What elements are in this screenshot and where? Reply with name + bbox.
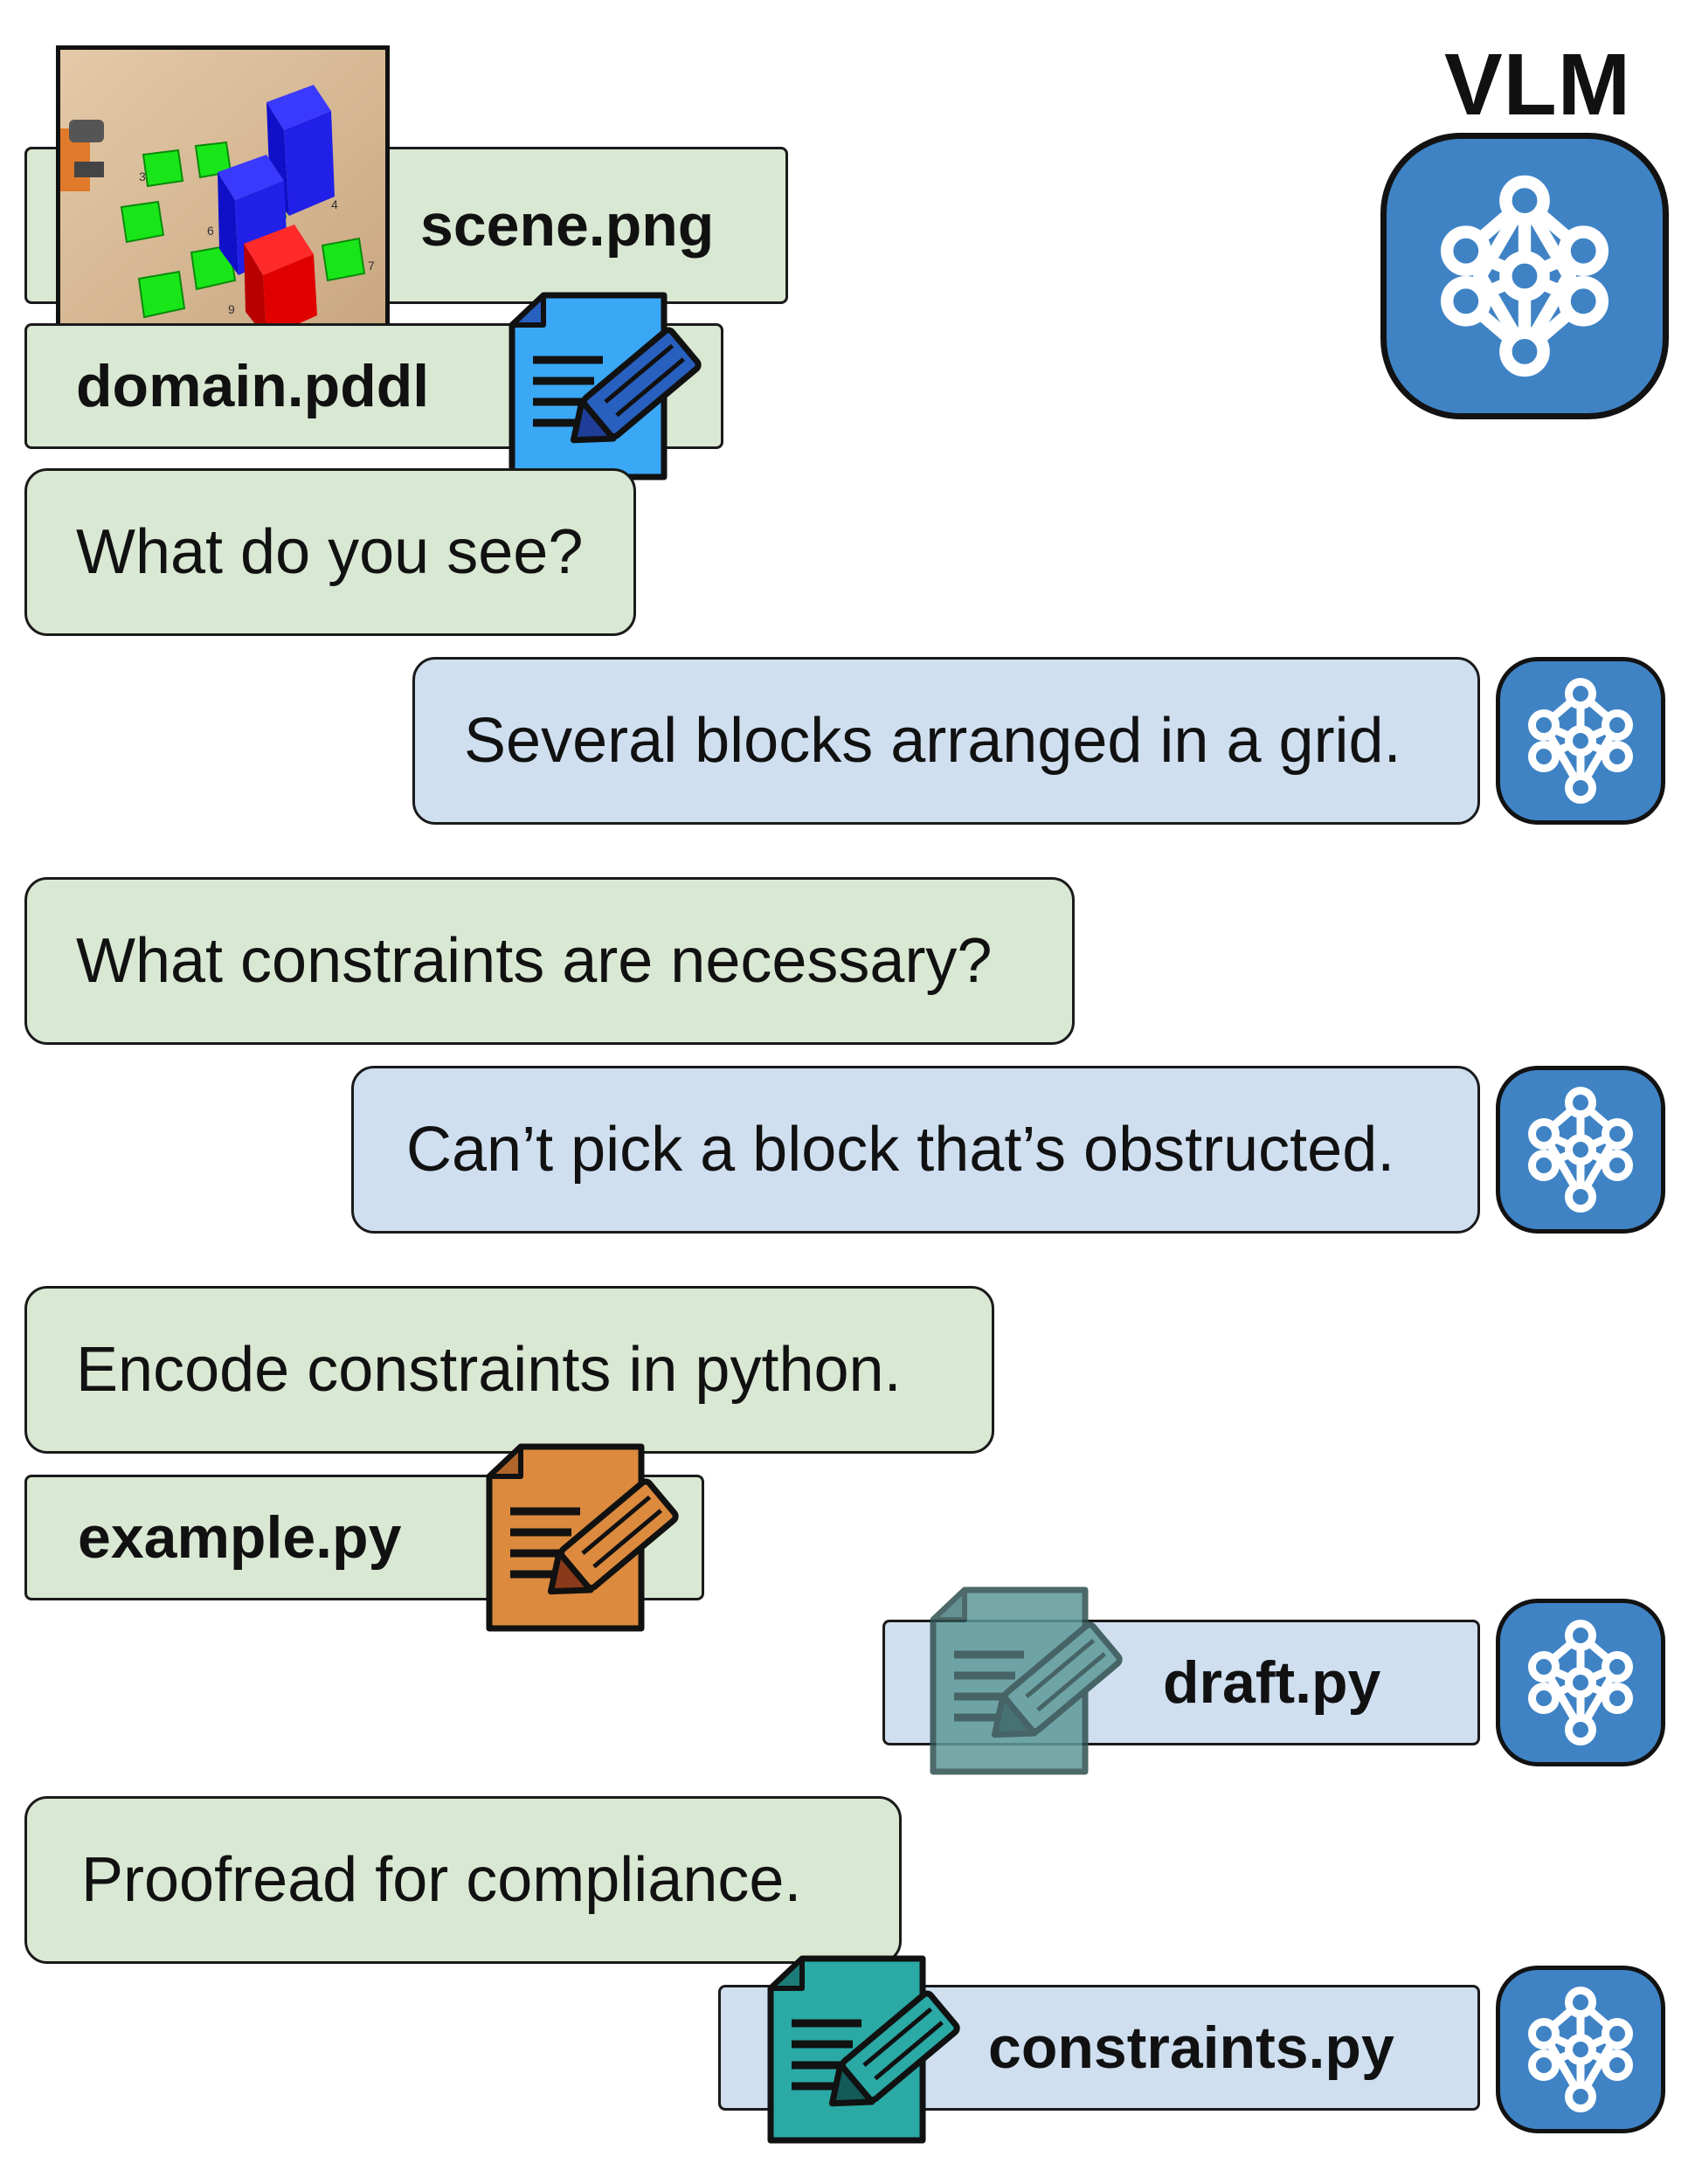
vlm-message-cant-pick-block: Can’t pick a block that’s obstructed. [351, 1066, 1480, 1234]
user-message-what-constraints: What constraints are necessary? [24, 877, 1075, 1045]
domain-file-label: domain.pddl [76, 353, 430, 419]
message-text: Several blocks arranged in a grid. [464, 706, 1401, 776]
vlm-title: VLM [1443, 36, 1632, 134]
document-edit-icon [486, 1443, 679, 1632]
scene-file-label: scene.png [420, 192, 715, 259]
grid-number: 6 [207, 224, 214, 238]
vlm-message-several-blocks: Several blocks arranged in a grid. [412, 657, 1480, 825]
user-message-encode-constraints: Encode constraints in python. [24, 1286, 994, 1454]
scene-thumbnail: 3 1 4 6 7 8 9 [56, 45, 390, 335]
neural-network-icon [1528, 1987, 1633, 2112]
document-edit-icon [767, 1955, 960, 2144]
vlm-avatar [1496, 1066, 1665, 1234]
grid-number: 4 [331, 197, 338, 211]
message-text: What constraints are necessary? [76, 926, 993, 996]
vlm-avatar [1496, 1599, 1665, 1766]
message-text: Proofread for compliance. [81, 1845, 802, 1915]
grid-number: 7 [368, 259, 375, 273]
neural-network-icon [1441, 175, 1609, 377]
message-text: Encode constraints in python. [76, 1335, 902, 1405]
grid-number: 9 [228, 302, 235, 316]
grid-number: 3 [139, 169, 146, 183]
message-text: What do you see? [76, 517, 584, 587]
draft-file-label: draft.py [1163, 1649, 1381, 1716]
document-edit-icon [930, 1586, 1123, 1775]
constraints-file-label: constraints.py [988, 2015, 1394, 2081]
message-text: Can’t pick a block that’s obstructed. [406, 1115, 1395, 1185]
user-message-what-do-you-see: What do you see? [24, 468, 636, 636]
neural-network-icon [1528, 1620, 1633, 1745]
vlm-avatar [1496, 1966, 1665, 2133]
user-message-proofread: Proofread for compliance. [24, 1796, 902, 1964]
vlm-avatar-large [1380, 133, 1669, 419]
neural-network-icon [1528, 678, 1633, 804]
neural-network-icon [1528, 1087, 1633, 1213]
document-edit-icon [508, 292, 702, 480]
example-file-label: example.py [78, 1504, 402, 1571]
scene-image: 3 1 4 6 7 8 9 [60, 50, 385, 331]
vlm-avatar [1496, 657, 1665, 825]
